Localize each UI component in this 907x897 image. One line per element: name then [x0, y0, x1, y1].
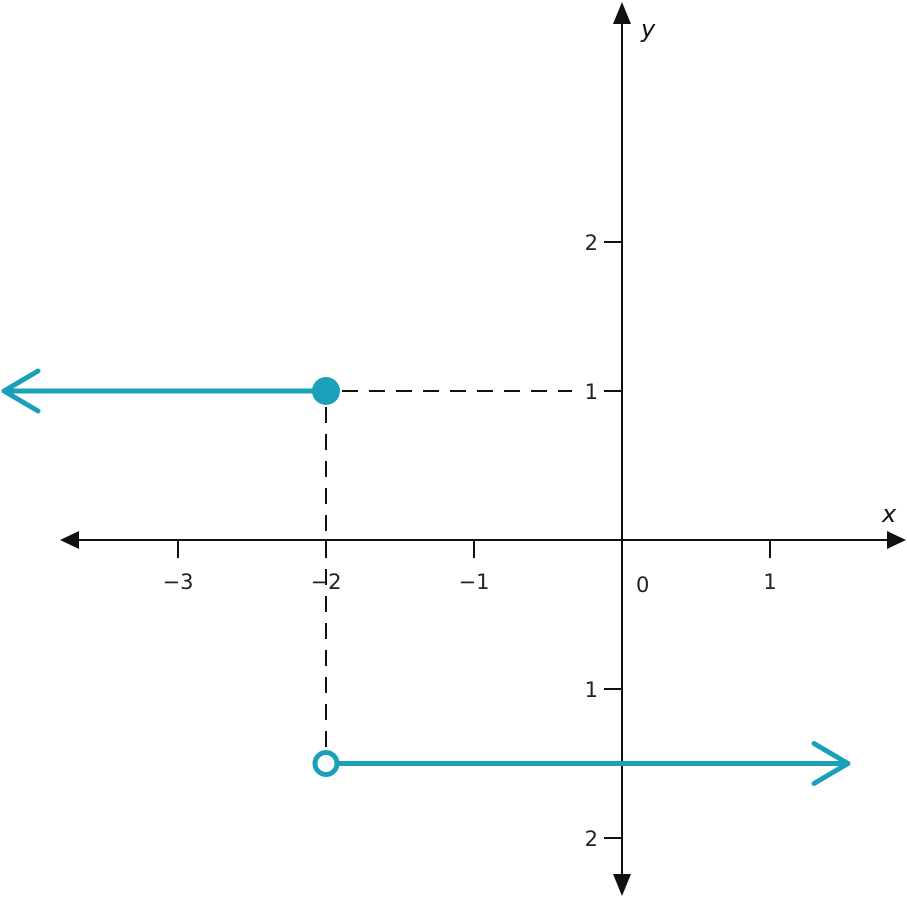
series-left-arrowhead	[1, 368, 41, 414]
y-axis-bottom-arrowhead	[613, 874, 631, 896]
y-axis-label: y	[640, 15, 656, 43]
labels: x y 0	[636, 15, 897, 597]
y-axis-top-arrowhead	[613, 2, 631, 24]
x-axis-right-arrowhead	[887, 531, 906, 549]
x-tick-label: −3	[163, 570, 194, 594]
x-tick-label: 1	[763, 570, 776, 594]
open-endpoint-circle	[312, 750, 340, 777]
ticks: −3 −2 −1 1 2 1 1 2	[163, 231, 777, 851]
guide-lines	[325, 390, 572, 748]
closed-endpoint-dot	[312, 377, 340, 405]
x-axis-left-arrowhead	[60, 531, 79, 549]
y-tick-label: 2	[585, 827, 598, 851]
origin-label: 0	[636, 573, 649, 597]
y-tick-label: 1	[585, 380, 598, 404]
x-tick-label: −1	[459, 570, 490, 594]
y-tick-label: 1	[585, 678, 598, 702]
y-tick-label: 2	[585, 231, 598, 255]
series	[1, 368, 851, 786]
x-tick-label: −2	[311, 570, 342, 594]
series-right-arrowhead	[811, 741, 851, 786]
axes	[60, 2, 906, 896]
x-axis-label: x	[881, 500, 897, 528]
